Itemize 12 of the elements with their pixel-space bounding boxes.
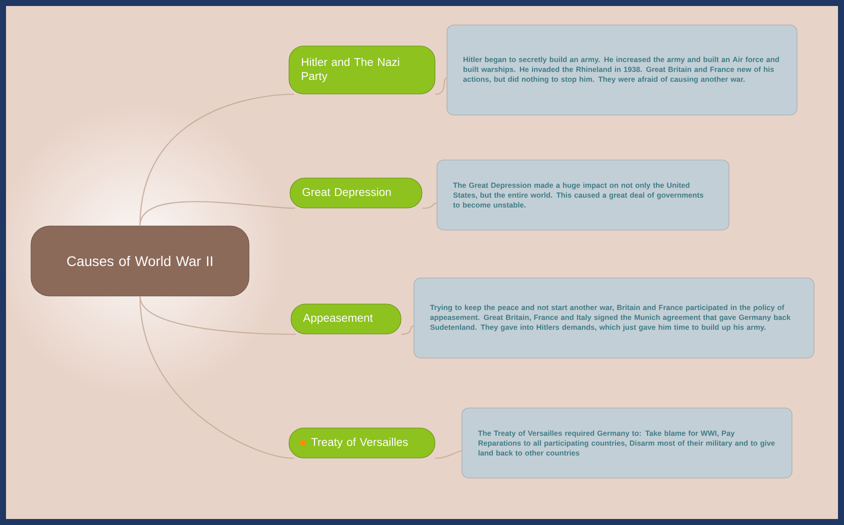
- connector-line: [139, 296, 294, 459]
- connector-line: [422, 202, 437, 209]
- connector-line: [435, 450, 462, 459]
- central-topic-box: Causes of World War II: [30, 226, 250, 296]
- topic-box: Hitler and The Nazi Party: [288, 46, 436, 94]
- connector-line: [435, 78, 447, 95]
- topic-box: Great Depression: [290, 178, 422, 208]
- connector-line: [140, 296, 296, 335]
- connector-line: [401, 325, 414, 335]
- topic-box: Appeasement: [290, 304, 402, 334]
- connector-line: [140, 201, 296, 226]
- topic-box: Treaty of Versailles: [288, 428, 436, 458]
